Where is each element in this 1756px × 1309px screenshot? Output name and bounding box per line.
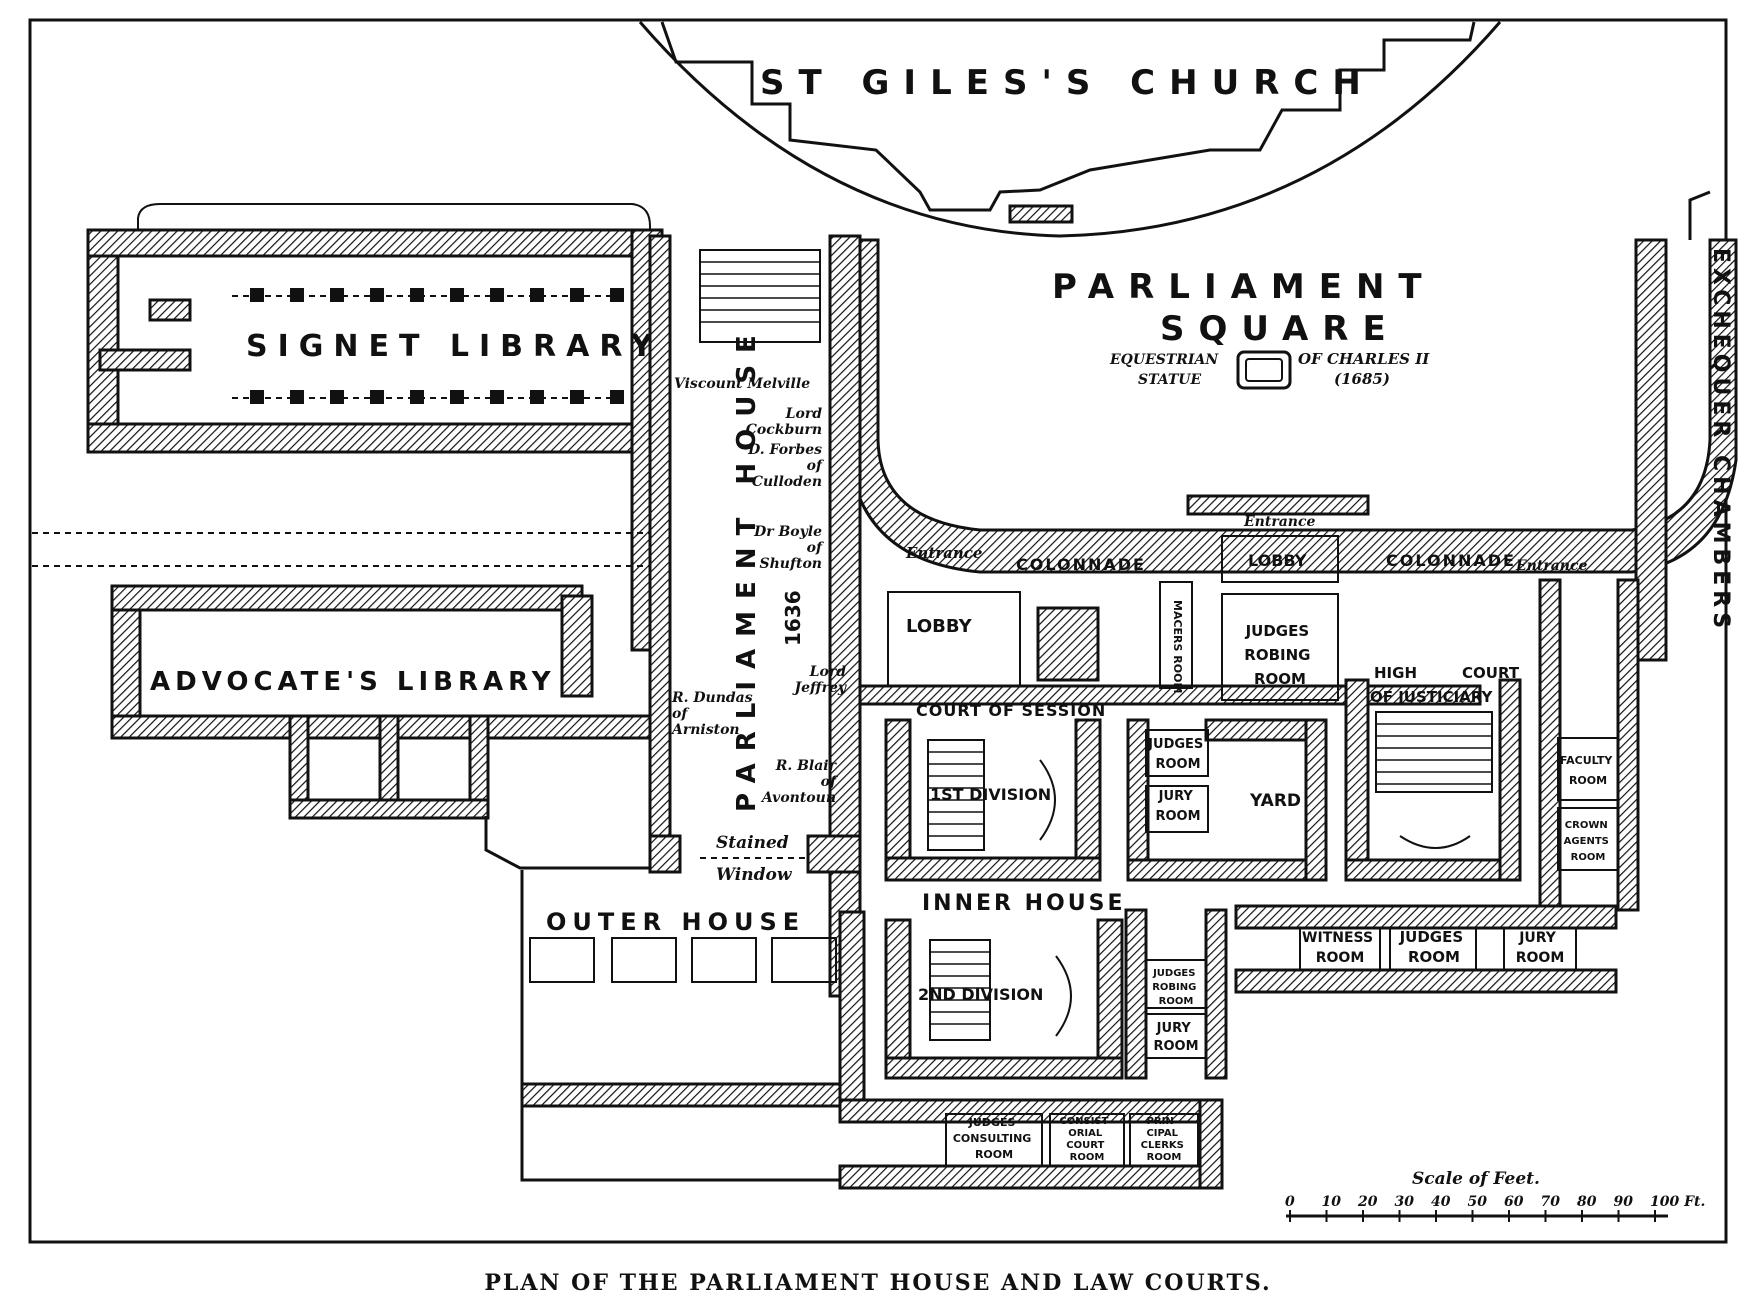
high-court-label-2: COURT [1462, 664, 1520, 682]
statue-label-left-2: STATUE [1138, 372, 1201, 388]
scale-ticks: 0 10 20 30 40 50 60 70 80 90 100 Ft. [1285, 1194, 1705, 1222]
scale-tick-label: 100 Ft. [1650, 1194, 1705, 1210]
scale-tick-label: 40 [1431, 1194, 1451, 1210]
east-rooms: WITNESS ROOM JUDGES ROOM JURY ROOM [1234, 904, 1618, 994]
crown-agents-room-label: CROWN AGENTS ROOM [1564, 820, 1613, 863]
faculty-room-label: FACULTY ROOM [1560, 754, 1616, 787]
parliament-square: PARLIAMENT SQUARE EQUESTRIAN STATUE OF C… [1052, 267, 1436, 390]
inner-house: INNER HOUSE 2ND DIVISION [884, 891, 1126, 1080]
advocates-library-label: ADVOCATE'S LIBRARY [150, 667, 556, 697]
central-lobby-block: Entrance LOBBY JUDGES ROBING ROOM COLONN… [1186, 494, 1587, 701]
judges-robing-room-label: JUDGES ROBING ROOM [1244, 622, 1315, 688]
jury-room-2-label: JURY ROOM [1516, 930, 1565, 966]
stained-window-label-1: Stained [716, 833, 789, 853]
court-of-session-label: COURT OF SESSION [916, 701, 1106, 720]
judges-room-1-label: JUDGES ROOM [1147, 737, 1208, 772]
colonnade-walls: EXCHEQUER CHAMBERS [846, 190, 1738, 662]
judges-room-2-label: JUDGES ROOM [1399, 928, 1469, 966]
high-court-label-1: HIGH [1374, 664, 1417, 682]
faculty-block: FACULTY ROOM CROWN AGENTS ROOM [1538, 578, 1640, 912]
plan-caption: PLAN OF THE PARLIAMENT HOUSE AND LAW COU… [484, 1270, 1272, 1296]
statue-label: Viscount Melville [674, 376, 810, 392]
entrance-3-label: Entrance [1515, 558, 1587, 574]
macers-room-label: MACERS ROOM [1171, 600, 1184, 693]
high-court: HIGH COURT OF JUSTICIARY [1344, 664, 1522, 882]
lobby-1-label: LOBBY [906, 616, 973, 637]
lobby-2-label: LOBBY [1248, 551, 1307, 570]
church-label: ST GILES'S CHURCH [760, 63, 1375, 103]
yard-block: JUDGES ROOM JURY ROOM YARD [1126, 718, 1328, 882]
st-giles-church: ST GILES'S CHURCH [638, 21, 1502, 238]
colonnade-2-label: COLONNADE [1386, 551, 1516, 570]
scale-tick-label: 60 [1504, 1194, 1524, 1210]
scale-tick-label: 80 [1577, 1194, 1597, 1210]
witness-room-label: WITNESS ROOM [1302, 930, 1378, 966]
south-central-rooms: JUDGES ROBING ROOM JURY ROOM [1124, 908, 1228, 1080]
statue-label-left-1: EQUESTRIAN [1109, 352, 1219, 368]
advocates-library: ADVOCATE'S LIBRARY [110, 584, 654, 870]
stained-window-label-2: Window [716, 865, 793, 885]
year-1636-label: 1636 [781, 590, 805, 646]
hall-stairs [699, 249, 821, 343]
justiciary-label: OF JUSTICIARY [1370, 688, 1494, 706]
scale-tick-label: 70 [1541, 1194, 1561, 1210]
yard-label: YARD [1249, 791, 1301, 811]
scale-tick-label: 10 [1322, 1194, 1342, 1210]
first-division-label: 1ST DIVISION [930, 785, 1051, 804]
scale-tick-label: 20 [1357, 1194, 1378, 1210]
outer-house-label: OUTER HOUSE [546, 908, 805, 936]
judges-robing-room-2-label: JUDGES ROBING ROOM [1152, 968, 1200, 1007]
entrance-2-label: Entrance [1243, 514, 1315, 530]
statue-label-right-2: (1685) [1334, 370, 1390, 388]
statue-label-right-1: OF CHARLES II [1298, 350, 1430, 368]
signet-library-label: SIGNET LIBRARY [246, 329, 663, 364]
jury-room-3-label: JURY ROOM [1153, 1021, 1198, 1054]
scale-of-feet: Scale of Feet. 0 10 20 30 40 50 60 70 80 90 100 Ft… [1285, 1169, 1705, 1222]
outer-house: OUTER HOUSE [520, 870, 866, 1182]
first-division-court: 1ST DIVISION [884, 718, 1102, 882]
square-label-1: PARLIAMENT [1052, 267, 1436, 307]
scale-title: Scale of Feet. [1412, 1169, 1540, 1189]
parliament-house-label: PARLIAMENT HOUSE [732, 323, 762, 812]
judges-consulting-room-label: JUDGES CONSULTING ROOM [953, 1116, 1035, 1161]
parliament-house-hall: PARLIAMENT HOUSE 1636 Stained Window [648, 234, 862, 885]
exchequer-label: EXCHEQUER CHAMBERS [1708, 248, 1733, 633]
second-division-label: 2ND DIVISION [918, 985, 1043, 1004]
scale-tick-label: 90 [1614, 1194, 1634, 1210]
consistorial-court-room-label: CONSIST- ORIAL COURT ROOM [1059, 1116, 1114, 1163]
scale-tick-label: 0 [1285, 1194, 1295, 1210]
statue-plinth [1236, 350, 1292, 390]
jury-room-1-label: JURY ROOM [1155, 789, 1200, 824]
entrance-1-label: Entrance [905, 544, 982, 562]
principal-clerks-room-label: PRIN- CIPAL CLERKS ROOM [1141, 1116, 1188, 1163]
signet-library: SIGNET LIBRARY [86, 203, 664, 652]
colonnade-1-label: COLONNADE [1016, 555, 1146, 574]
scale-tick-label: 50 [1468, 1194, 1488, 1210]
bottom-rooms: JUDGES CONSULTING ROOM CONSIST- ORIAL CO… [838, 1098, 1224, 1190]
inner-house-label: INNER HOUSE [922, 891, 1126, 916]
plan-border [28, 18, 1728, 1244]
square-label-2: SQUARE [1160, 309, 1400, 349]
scale-tick-label: 30 [1395, 1194, 1415, 1210]
